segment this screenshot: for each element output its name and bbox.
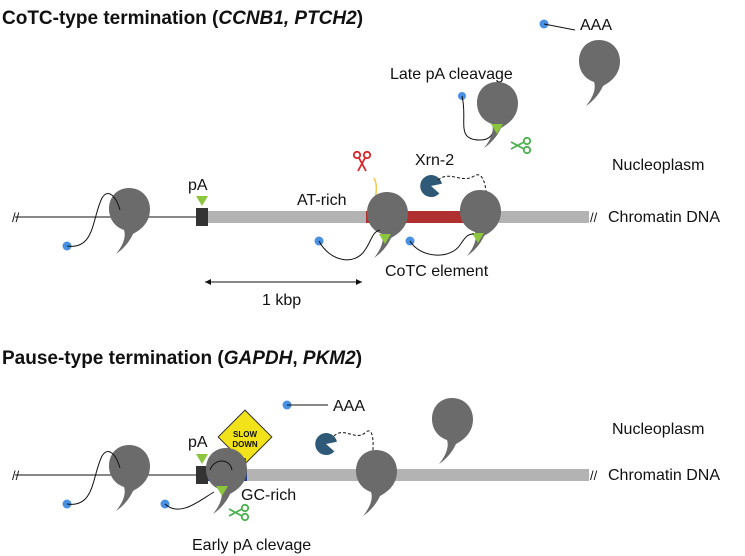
scale-label: 1 kbp <box>262 292 301 309</box>
xrn2-exonuclease <box>417 172 444 200</box>
nucleoplasm-label-bottom: Nucleoplasm <box>612 421 704 438</box>
rna-3-top <box>409 233 475 256</box>
cotc-element-label: CoTC element <box>385 263 489 280</box>
pa-marker-bottom <box>196 454 208 464</box>
xrn2-rna-bottom <box>333 430 374 459</box>
pa-site-bottom <box>196 466 208 484</box>
late-cleavage-polymerase <box>477 82 518 148</box>
aaa-label-top: AAA <box>580 17 612 34</box>
dna-gray-bottom <box>205 469 589 481</box>
paused-rna-loop <box>209 460 233 471</box>
down-text: DOWN <box>232 440 258 449</box>
early-pa-label: Early pA clevage <box>192 537 311 554</box>
green-scissors-top <box>510 136 532 155</box>
green-scissors-bottom <box>228 503 250 522</box>
chromatin-label-bottom: Chromatin DNA <box>608 467 720 484</box>
xrn2-exonuclease-bottom <box>312 430 339 458</box>
red-scissors <box>352 150 372 172</box>
xrn2-rna <box>437 174 488 201</box>
xrn2-label: Xrn-2 <box>415 152 454 169</box>
rna-2-bottom <box>164 491 215 510</box>
bottom-panel-title: Pause-type termination (GAPDH, PKM2) <box>2 348 362 369</box>
nucleoplasm-label-top: Nucleoplasm <box>612 157 704 174</box>
gc-rich-label: GC-rich <box>241 487 296 504</box>
polymerase-3-top <box>460 190 501 256</box>
released-polymerase-top <box>579 40 620 106</box>
released-polymerase-bottom <box>432 398 473 464</box>
top-panel-title: CoTC-type termination (CCNB1, PTCH2) <box>2 8 363 29</box>
paused-polymerase <box>206 448 247 514</box>
pa-site-top <box>196 208 208 226</box>
pa-label-top: pA <box>188 177 208 194</box>
released-rna-tail <box>543 23 576 31</box>
pa-label-bottom: pA <box>188 434 208 451</box>
at-rich-label: AT-rich <box>297 192 346 209</box>
scale-arrow-right <box>356 279 362 285</box>
aaa-label-bottom: AAA <box>333 398 365 415</box>
dna-break-left-top: // <box>12 210 20 225</box>
chromatin-label-top: Chromatin DNA <box>608 209 720 226</box>
rna-2-top <box>318 229 381 261</box>
late-pa-cleavage-label: Late pA cleavage <box>390 66 513 83</box>
dna-break-left-bottom: // <box>12 468 20 483</box>
slow-text: SLOW <box>233 430 257 439</box>
scale-arrow-left <box>205 279 211 285</box>
rna-1-top <box>66 193 121 247</box>
dna-break-right-top: // <box>590 210 598 225</box>
polymerase-2-top <box>367 192 408 258</box>
dna-break-right-bottom: // <box>590 468 598 483</box>
polymerase-1-bottom <box>109 445 150 511</box>
polymerase-2-bottom <box>356 450 397 516</box>
pa-marker-top <box>196 196 208 206</box>
rna-1-bottom <box>66 451 121 505</box>
